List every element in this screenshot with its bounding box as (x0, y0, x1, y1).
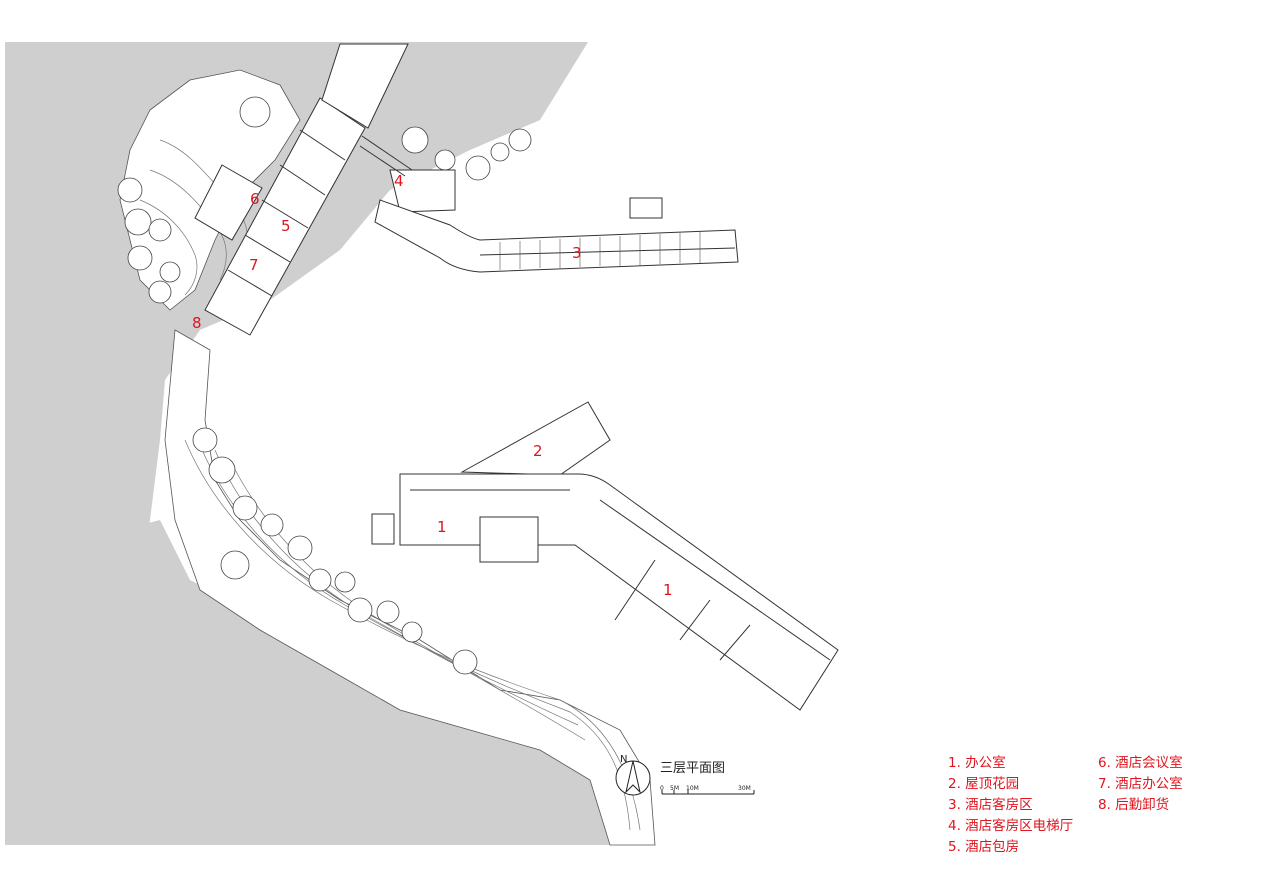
office-building (371, 401, 839, 711)
north-arrow-icon: N (615, 754, 651, 796)
hotel-wing-west (194, 43, 409, 336)
legend: 1. 办公室 6. 酒店会议室 2. 屋顶花园 7. 酒店办公室 3. 酒店客房… (948, 754, 1248, 856)
room-label-6: 6 (250, 190, 260, 208)
room-label-1-west: 1 (437, 518, 447, 536)
legend-spacer-a (1098, 817, 1248, 835)
room-label-2: 2 (533, 442, 543, 460)
legend-item-1: 1. 办公室 (948, 755, 1006, 771)
legend-item-7: 7. 酒店办公室 (1098, 776, 1183, 792)
room-label-4: 4 (394, 172, 404, 190)
legend-item-6: 6. 酒店会议室 (1098, 755, 1183, 771)
room-label-5: 5 (281, 217, 291, 235)
room-label-8: 8 (192, 314, 202, 332)
scale-bar: 0 5M 10M 30M (660, 785, 755, 795)
bridge (359, 135, 413, 177)
scale-tick-30m: 30M (738, 785, 751, 792)
plan-title: 三层平面图 (660, 761, 726, 776)
room-label-7: 7 (249, 256, 259, 274)
hotel-wing-east (374, 169, 739, 273)
legend-item-5: 5. 酒店包房 (948, 839, 1020, 855)
legend-item-2: 2. 屋顶花园 (948, 776, 1020, 792)
water-area-south (5, 520, 652, 845)
scale-tick-10m: 10M (686, 785, 699, 792)
room-label-3: 3 (572, 244, 582, 262)
room-grid-east (499, 232, 701, 270)
legend-spacer-b (1098, 838, 1248, 856)
room-label-1-east: 1 (663, 581, 673, 599)
legend-item-4: 4. 酒店客房区电梯厅 (948, 818, 1074, 834)
scale-tick-5m: 5M (670, 785, 679, 792)
north-label: N (620, 754, 627, 765)
trees (117, 96, 532, 675)
scale-tick-0: 0 (660, 785, 664, 792)
legend-item-3: 3. 酒店客房区 (948, 797, 1033, 813)
legend-item-8: 8. 后勤卸货 (1098, 797, 1170, 813)
